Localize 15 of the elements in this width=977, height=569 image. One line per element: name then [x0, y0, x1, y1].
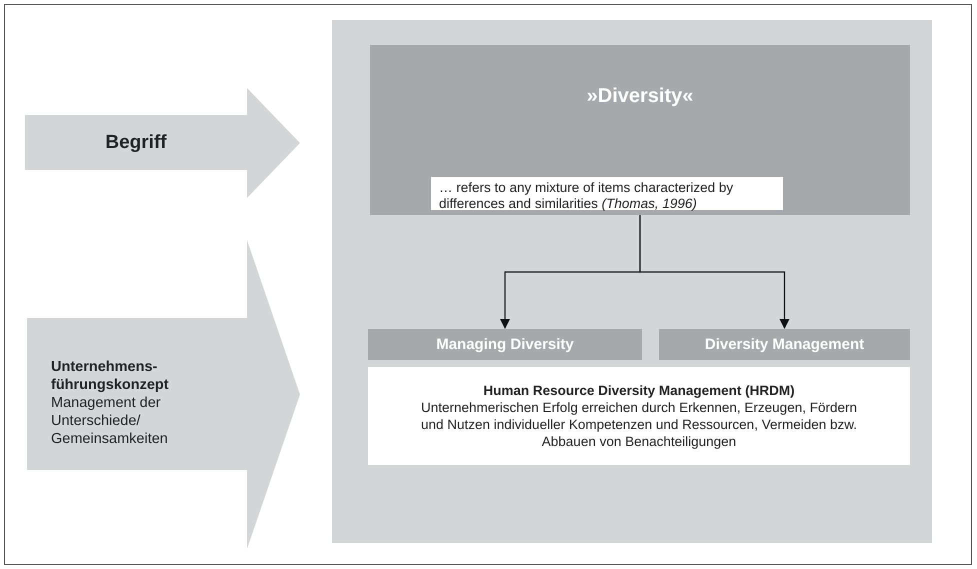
panel-background — [332, 20, 932, 543]
concept-box — [370, 45, 910, 215]
arrow — [639, 215, 790, 329]
definition-box: … refers to any mixture of items characterized by differences and similarities (Thomas, 1996) — [431, 177, 783, 210]
label: Begriff — [105, 132, 167, 154]
term-bar: Diversity Management — [659, 329, 910, 360]
description-box — [368, 367, 910, 465]
block-arrow — [27, 240, 300, 549]
block-arrow — [25, 88, 300, 198]
heading: Unternehmens- führungskonzept — [51, 358, 170, 394]
heading: Human Resource Diversity Management (HRDM) — [483, 382, 795, 399]
description: Management der Unterschiede/ Gemeinsamkeiten — [51, 394, 169, 448]
title: »Diversity« — [586, 85, 694, 109]
description: Unternehmerischen Erfolg erreichen durch Erkennen, Erzeugen, Fördern und Nutzen individueller Kompetenzen und Ressourcen, Vermeiden bzw. Abbauen von Benachteiligungen — [420, 399, 858, 450]
term-bar: Managing Diversity — [368, 329, 642, 360]
